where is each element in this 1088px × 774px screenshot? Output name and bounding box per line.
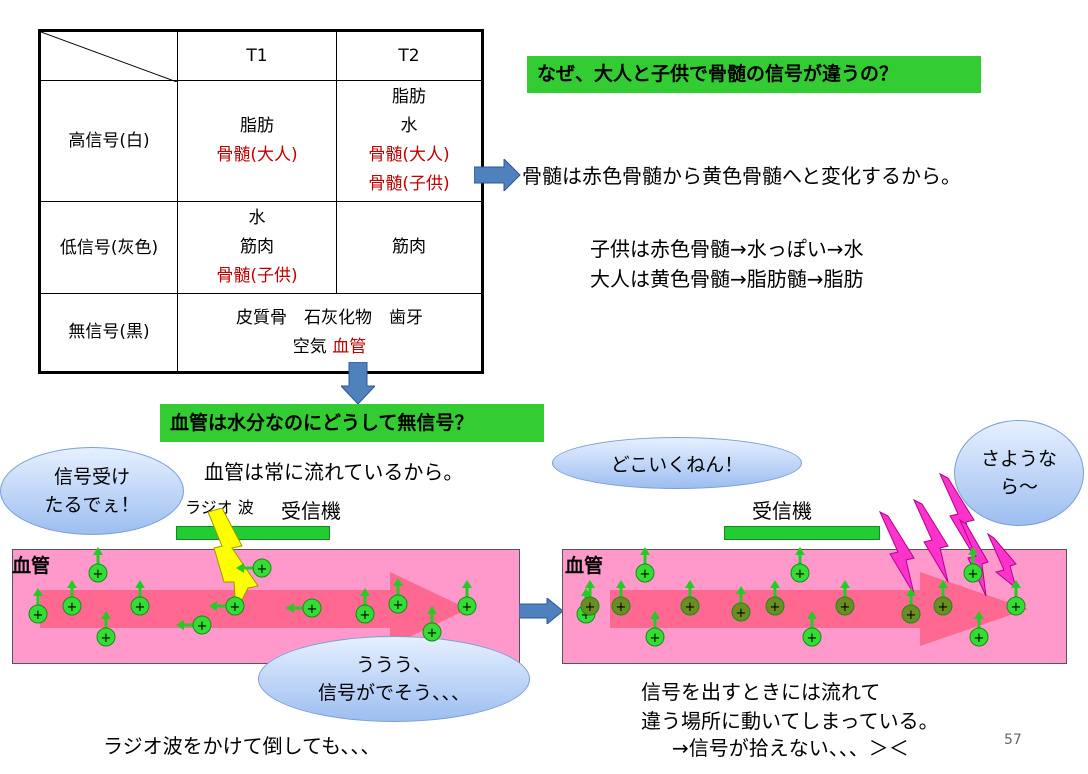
- receiver-right: [724, 526, 880, 540]
- cell-high-t1: 脂肪 骨髄(大人): [177, 80, 337, 202]
- signal-table: T1 T2 高信号(白) 脂肪 骨髄(大人) 脂肪 水 骨髄(大人) 骨髄(子供…: [38, 29, 484, 374]
- receiver-label-left: 受信機: [281, 499, 341, 523]
- caption-right-line1: 信号を出すときには流れて: [641, 680, 881, 704]
- caption-right-line2: 違う場所に動いてしまっている。: [641, 709, 939, 733]
- cell-none: 皮質骨 石灰化物 歯牙 空気 血管: [177, 293, 483, 373]
- cell-high-t2: 脂肪 水 骨髄(大人) 骨髄(子供): [336, 80, 483, 202]
- speech-bubble-left2: ううう、 信号がでそう、、、: [258, 636, 530, 722]
- cell-low-t2: 筋肉: [336, 201, 483, 294]
- diagonal-line: [41, 32, 177, 82]
- speech-bubble-right: どこいくねん！: [552, 437, 802, 489]
- arrow-right-icon: [474, 159, 521, 191]
- radio-label: ラジオ 波: [185, 498, 254, 517]
- cell-text: 筋肉: [240, 237, 274, 257]
- vessel-label-left: 血管: [12, 555, 51, 577]
- adult-line: 大人は黄色骨髄→脂肪髄→脂肪: [590, 267, 864, 291]
- header-t2: T2: [336, 30, 483, 81]
- child-line: 子供は赤色骨髄→水っぽい→水: [590, 237, 864, 261]
- receiver-left: [176, 526, 330, 540]
- cell-text: 骨髄(大人): [368, 145, 450, 165]
- answer2-text: 血管は常に流れているから。: [204, 460, 464, 484]
- cell-text: 水: [248, 208, 266, 228]
- cell-text: 皮質骨 石灰化物 歯牙: [236, 307, 423, 328]
- cell-text: 脂肪: [392, 87, 426, 107]
- speech-bubble-right2: さようなら〜: [954, 420, 1084, 526]
- lightning-magenta-icon: [878, 472, 1017, 597]
- vessel-label-right: 血管: [565, 555, 604, 577]
- cell-low-t1: 水 筋肉 骨髄(子供): [177, 201, 337, 294]
- speech-bubble-left: 信号受け たるでぇ！: [0, 447, 184, 535]
- cell-text: 水: [400, 116, 418, 136]
- header-t1: T1: [177, 30, 337, 81]
- answer1-text: 骨髄は赤色骨髄から黄色骨髄へと変化するから。: [522, 164, 961, 188]
- flow-arrow-right: [610, 572, 1028, 646]
- cell-text: 骨髄(子供): [216, 266, 298, 286]
- cell-text: 血管: [332, 336, 367, 357]
- caption-left: ラジオ波をかけて倒しても、、、: [103, 734, 381, 758]
- cell-text: 脂肪: [240, 116, 274, 136]
- row-label-low: 低信号(灰色): [39, 201, 178, 294]
- page-number: 57: [1004, 732, 1022, 748]
- arrow-between-icon: [519, 598, 564, 624]
- question2-box: 血管は水分なのにどうして無信号？: [160, 404, 544, 442]
- lightning-icon: [208, 508, 259, 613]
- question1-box: なぜ、大人と子供で骨髄の信号が違うの？: [527, 56, 981, 93]
- cell-text: 骨髄(子供): [368, 174, 450, 194]
- table-corner-cell: [39, 30, 178, 82]
- arrow-down-icon: [341, 362, 375, 404]
- row-label-high: 高信号(白): [39, 80, 178, 202]
- cell-text: 骨髄(大人): [216, 145, 298, 165]
- caption-right-line3: →信号が拾えない、、、＞＜: [672, 736, 909, 760]
- cell-text: 空気: [292, 336, 327, 357]
- row-label-none: 無信号(黒): [39, 293, 178, 373]
- receiver-label-right: 受信機: [752, 499, 812, 523]
